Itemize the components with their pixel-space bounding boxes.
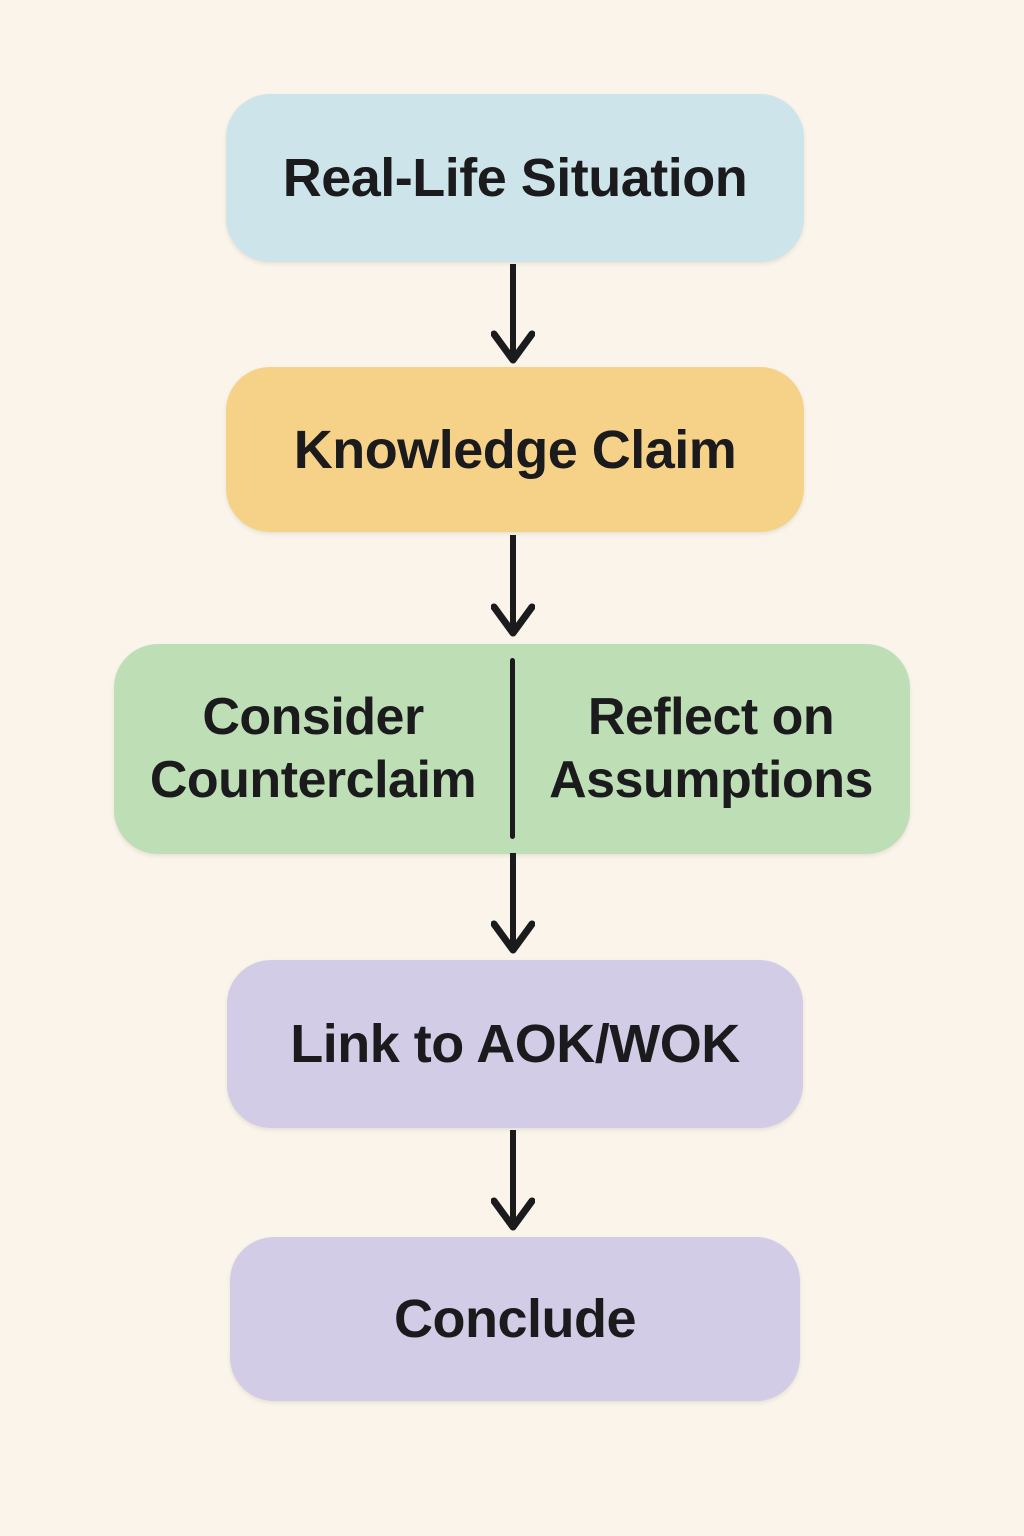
node-knowledge-claim-label: Knowledge Claim bbox=[293, 419, 737, 480]
arrow-down-icon bbox=[491, 853, 535, 954]
arrow-down-icon bbox=[491, 1130, 535, 1231]
arrow-down-icon bbox=[491, 264, 535, 364]
node-conclude-label: Conclude bbox=[393, 1289, 637, 1349]
node-link-aok-wok-label: Link to AOK/WOK bbox=[290, 1014, 740, 1074]
node-consider-counterclaim-label: Consider Counterclaim bbox=[149, 687, 477, 809]
node-reflect-assumptions-label: Reflect on Assumptions bbox=[549, 687, 873, 809]
node-conclude: Conclude bbox=[230, 1237, 800, 1401]
node-link-aok-wok: Link to AOK/WOK bbox=[227, 960, 803, 1128]
node-counterclaim-assumptions: Consider Counterclaim Reflect on Assumpt… bbox=[114, 644, 910, 854]
arrow-down-icon bbox=[491, 535, 535, 637]
node-real-life-situation: Real-Life Situation bbox=[226, 94, 804, 262]
divider-line bbox=[510, 658, 515, 839]
node-real-life-situation-label: Real-Life Situation bbox=[282, 148, 748, 208]
node-knowledge-claim: Knowledge Claim bbox=[226, 367, 804, 532]
